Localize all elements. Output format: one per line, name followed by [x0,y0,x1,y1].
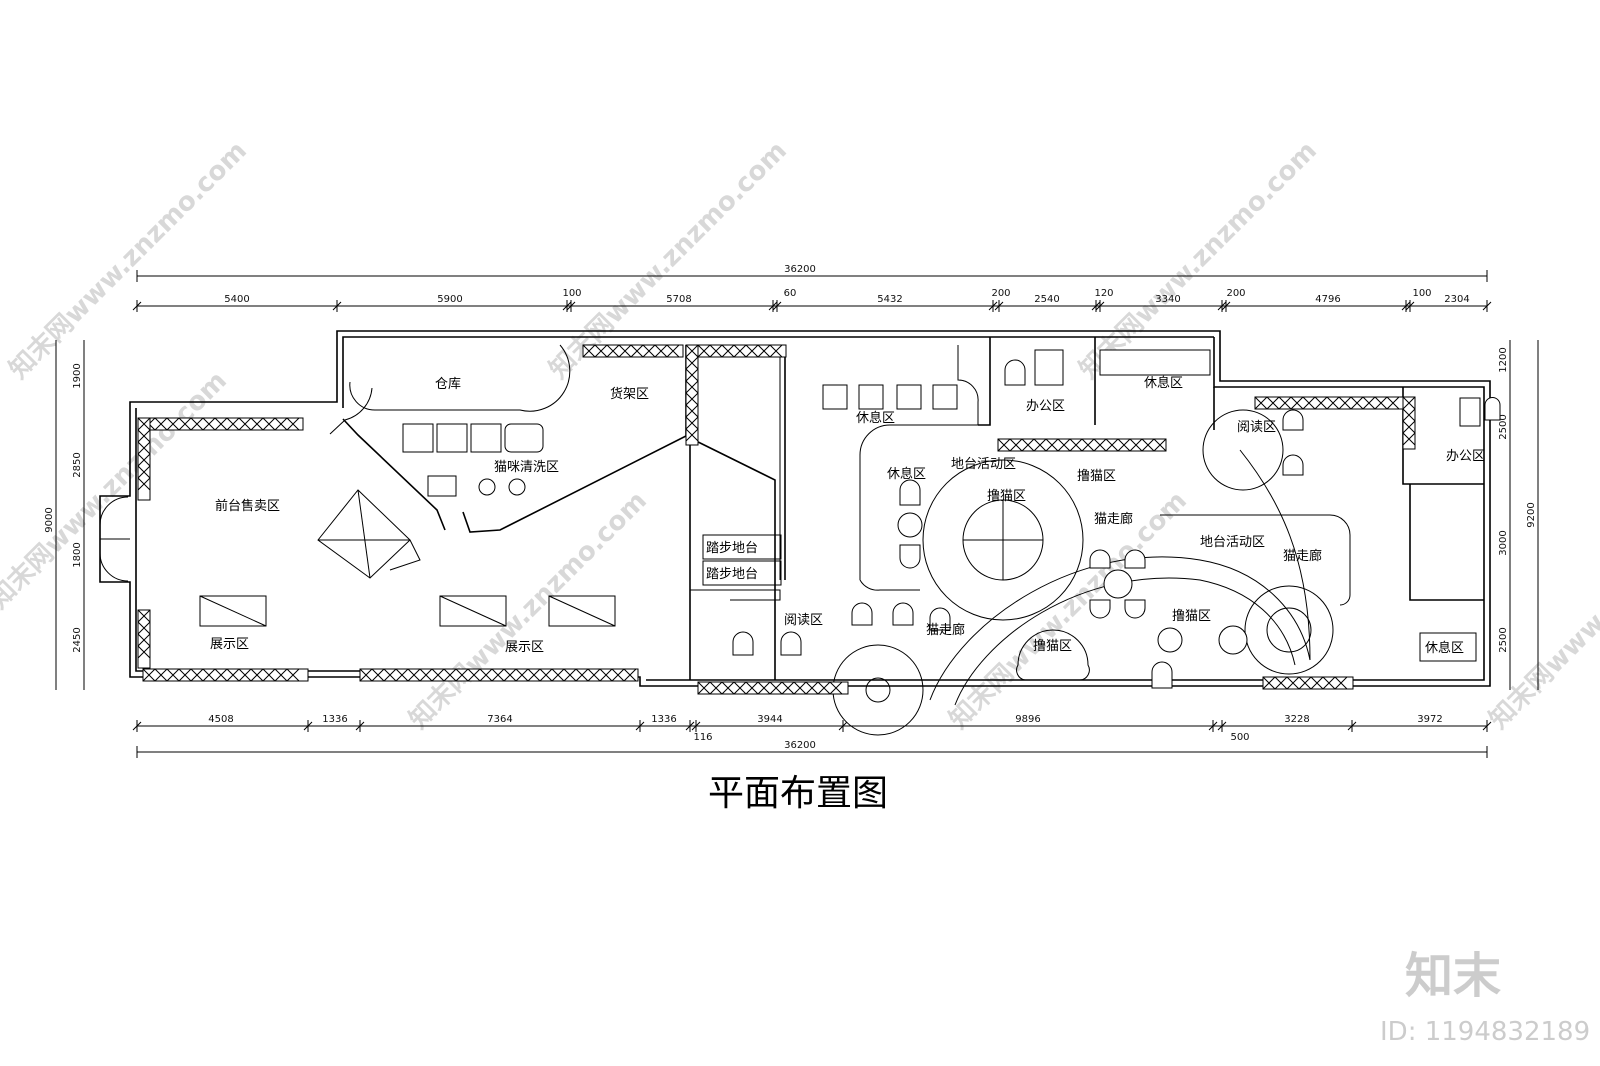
label-step: 踏步地台 [706,541,758,556]
dim-left-seg: 2450 [72,627,83,652]
dim-right-seg: 1200 [1498,347,1509,372]
label-reading: 阅读区 [1237,420,1276,435]
room-labels: 前台售卖区 仓库 货架区 猫咪清洗区 展示区 展示区 踏步地台 踏步地台 休息区… [210,375,1485,656]
watermark-text: 知末网www.znzmo.com [0,366,233,615]
label-pet: 撸猫区 [1033,639,1072,654]
dim-bottom-seg: 3972 [1417,714,1442,725]
label-display: 展示区 [210,637,249,652]
label-step: 踏步地台 [706,567,758,582]
label-platform: 地台活动区 [951,457,1016,472]
label-front-desk: 前台售卖区 [215,498,280,514]
label-cat-wash: 猫咪清洗区 [494,460,559,475]
dim-left-seg: 1900 [72,363,83,388]
label-warehouse: 仓库 [435,376,461,392]
dim-bottom-seg: 9896 [1015,714,1040,725]
label-catwalk: 猫走廊 [926,622,965,638]
dim-bottom-seg: 3944 [757,714,782,725]
storage-cabinet [1262,676,1354,690]
label-shelf: 货架区 [610,386,649,402]
label-platform: 地台活动区 [1200,535,1265,550]
watermark-text: 知末网www.znzmo.com [4,136,253,385]
dim-top-seg: 3340 [1155,294,1180,305]
label-pet: 撸猫区 [1172,609,1211,624]
page-title: 平面布置图 [708,773,888,814]
top-dimensions: 36200 5400 5900 100 5708 60 5432 200 254… [132,264,1492,312]
label-rest: 休息区 [887,466,926,482]
label-pet: 撸猫区 [1077,469,1116,484]
dim-left-seg: 1800 [72,542,83,567]
label-office: 办公区 [1026,399,1065,414]
dim-bottom-seg: 116 [693,732,712,743]
storage-cabinet [697,681,849,695]
label-rest: 休息区 [856,410,895,426]
label-reading: 阅读区 [784,613,823,628]
dim-bottom-seg: 7364 [487,714,512,725]
left-dimensions: 9000 1900 2850 1800 2450 [44,340,85,690]
storage-cabinet [142,668,309,682]
dim-top-seg: 200 [1226,288,1245,299]
dim-right-seg: 3000 [1498,530,1509,555]
dim-top-seg: 100 [1412,288,1431,299]
dim-top-seg: 5400 [224,294,249,305]
dim-bottom-seg: 1336 [651,714,676,725]
dim-top-seg: 200 [991,288,1010,299]
brand-logo: 知末 [1405,948,1501,1004]
dim-bottom-seg: 4508 [208,714,233,725]
dim-left-total: 9000 [44,507,55,532]
dim-bottom-seg: 500 [1230,732,1249,743]
storage-cabinet [142,417,304,431]
label-catwalk: 猫走廊 [1094,511,1133,527]
dim-right-seg: 2500 [1498,414,1509,439]
dim-top-seg: 5432 [877,294,902,305]
dim-top-seg: 2304 [1444,294,1469,305]
storage-cabinets [137,344,1416,695]
furniture [199,349,1501,689]
dim-right-total: 9200 [1526,502,1537,527]
dim-top-seg: 5708 [666,294,691,305]
label-display: 展示区 [505,640,544,655]
dim-bottom-total: 36200 [784,740,816,751]
dim-top-seg: 120 [1094,288,1113,299]
dim-top-seg: 60 [784,288,797,299]
label-office: 办公区 [1446,449,1485,464]
watermark-text: 知末网www.znzmo.com [1074,136,1323,385]
label-rest: 休息区 [1425,640,1464,656]
right-dimensions: 1200 2500 3000 2500 9200 [1498,340,1539,690]
label-pet: 撸猫区 [987,489,1026,504]
watermark-text: 知末网www.znzmo.com [944,486,1193,735]
watermark-text: 知末网www.znzmo.com [1484,486,1600,735]
dim-right-seg: 2500 [1498,627,1509,652]
storage-cabinet [137,609,151,669]
dim-bottom-seg: 1336 [322,714,347,725]
dim-left-seg: 2850 [72,452,83,477]
bottom-dimensions: 4508 1336 7364 1336 116 3944 9896 500 32… [132,714,1492,758]
dim-top-seg: 5900 [437,294,462,305]
dim-top-total: 36200 [784,264,816,275]
label-rest: 休息区 [1144,375,1183,391]
label-catwalk: 猫走廊 [1283,548,1322,564]
dim-top-seg: 2540 [1034,294,1059,305]
dim-top-seg: 100 [562,288,581,299]
dim-top-seg: 4796 [1315,294,1340,305]
dim-bottom-seg: 3228 [1284,714,1309,725]
image-id: ID: 1194832189 [1380,1017,1590,1047]
